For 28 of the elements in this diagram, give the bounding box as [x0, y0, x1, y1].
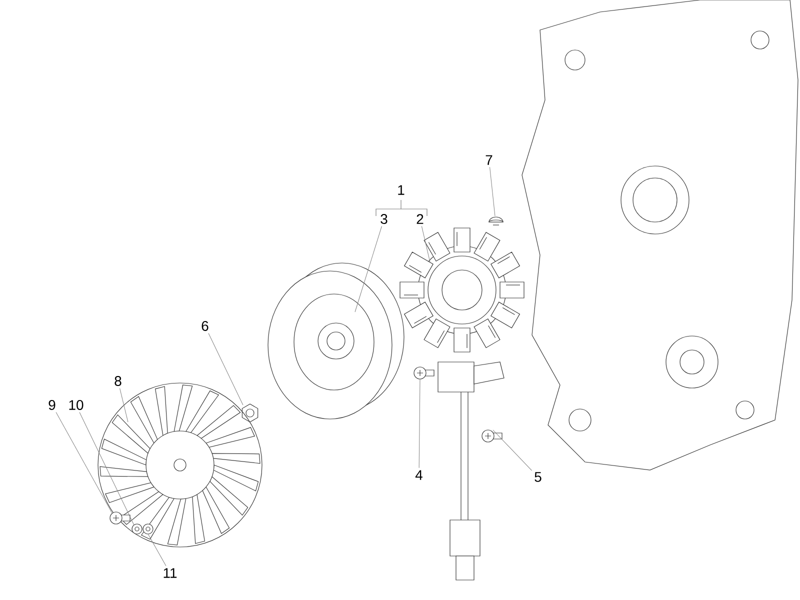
nut-drawing	[242, 404, 258, 422]
leader-line	[120, 388, 128, 422]
leader-line	[56, 412, 112, 514]
screw-drawing	[482, 430, 502, 442]
callout-number: 4	[415, 470, 422, 480]
screw-drawing	[414, 366, 434, 380]
callout-number: 5	[534, 472, 542, 482]
callout-number: 1	[398, 185, 404, 195]
flywheel-drawing	[268, 262, 404, 420]
callout-number: 3	[380, 214, 388, 224]
leader-line	[79, 412, 134, 526]
callout-number: 9	[48, 400, 56, 410]
leader-line	[418, 378, 420, 468]
stator-drawing	[400, 228, 524, 352]
leader-line	[421, 226, 430, 262]
callout-number: 10	[69, 400, 84, 410]
callout-number: 6	[202, 321, 208, 331]
callout-number: 8	[114, 376, 122, 386]
leader-line	[208, 333, 244, 406]
leader-line	[354, 226, 382, 312]
callout-number: 7	[486, 155, 492, 165]
callout-number: 2	[416, 214, 424, 224]
leader-line	[490, 166, 496, 216]
leader-line	[492, 430, 532, 471]
callout-number: 11	[164, 568, 177, 578]
leader-line	[148, 534, 166, 566]
key-drawing	[488, 216, 504, 226]
screw-drawing	[110, 512, 130, 524]
